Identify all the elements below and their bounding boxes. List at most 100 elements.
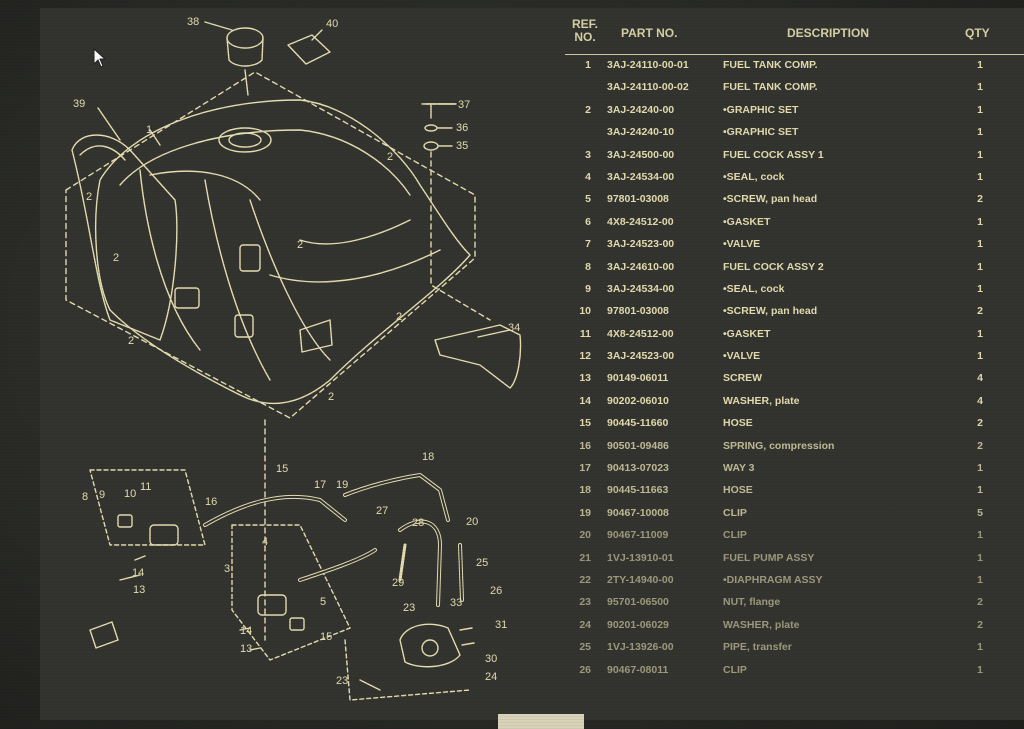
callout-28: 28 xyxy=(412,517,424,529)
cell-description: •SEAL, cock xyxy=(723,170,785,183)
cell-description: •VALVE xyxy=(723,350,761,363)
callout-22: 23 xyxy=(403,602,415,614)
cell-description: CLIP xyxy=(723,663,747,676)
cell-qty: 1 xyxy=(977,238,983,251)
callout-14: 14 xyxy=(132,567,144,579)
callout-18: 18 xyxy=(422,451,434,463)
callout-2: 2 xyxy=(328,391,334,403)
callout-31: 31 xyxy=(495,619,507,631)
callout-16: 16 xyxy=(205,496,217,508)
cell-ref-no: 16 xyxy=(579,439,591,452)
cell-qty: 2 xyxy=(977,439,983,452)
cell-part-no: 95701-06500 xyxy=(607,596,669,609)
callout-30: 30 xyxy=(485,653,497,665)
cell-ref-no: 14 xyxy=(579,394,591,407)
cell-part-no: 4X8-24512-00 xyxy=(607,215,674,228)
cell-ref-no: 2 xyxy=(585,103,591,116)
cell-description: •SCREW, pan head xyxy=(723,305,818,318)
cell-description: SCREW xyxy=(723,372,763,385)
cell-description: WAY 3 xyxy=(723,462,755,475)
cell-ref-no: 17 xyxy=(579,462,591,475)
cell-qty: 1 xyxy=(977,81,983,94)
cell-qty: 1 xyxy=(977,215,983,228)
cell-description: WASHER, plate xyxy=(723,618,800,631)
callout-5: 5 xyxy=(320,596,326,608)
cell-ref-no: 15 xyxy=(579,417,591,430)
cell-qty: 1 xyxy=(977,126,983,139)
callout-8: 13 xyxy=(240,643,252,655)
callout-26: 26 xyxy=(490,585,502,597)
cell-ref-no: 26 xyxy=(579,663,591,676)
cell-description: •SEAL, cock xyxy=(723,282,785,295)
cell-part-no: 3AJ-24500-00 xyxy=(607,148,675,161)
col-qty: QTY xyxy=(965,26,990,40)
tank-assembly-boundary xyxy=(65,71,476,419)
callout-35: 35 xyxy=(456,140,468,152)
cell-qty: 1 xyxy=(977,260,983,273)
cell-part-no: 90445-11663 xyxy=(607,484,669,497)
cell-part-no: 3AJ-24523-00 xyxy=(607,238,675,251)
callout-25: 25 xyxy=(476,557,488,569)
cell-part-no: 97801-03008 xyxy=(607,305,669,318)
cell-part-no: 90445-11660 xyxy=(607,417,669,430)
cell-part-no: 90501-09486 xyxy=(607,439,669,452)
cell-ref-no: 11 xyxy=(579,327,591,340)
exploded-diagram: 38 40 39 37 36 35 1 2 2 2 2 2 2 2 34 18 … xyxy=(65,16,522,701)
callout-40: 40 xyxy=(326,18,338,30)
cell-part-no: 90202-06010 xyxy=(607,394,669,407)
cell-description: •DIAPHRAGM ASSY xyxy=(723,573,823,586)
cell-qty: 1 xyxy=(977,529,983,542)
callout-39: 39 xyxy=(73,98,85,110)
cell-qty: 2 xyxy=(977,417,983,430)
callout-2: 2 xyxy=(387,151,393,163)
cell-ref-no: 22 xyxy=(579,573,591,586)
cell-qty: 1 xyxy=(977,327,983,340)
cell-qty: 1 xyxy=(977,59,983,71)
cell-description: CLIP xyxy=(723,529,747,542)
callout-4: 4 xyxy=(262,536,268,548)
cell-description: CLIP xyxy=(723,506,747,519)
cell-ref-no: 3 xyxy=(585,148,591,161)
cell-ref-no: 7 xyxy=(585,238,591,251)
cell-description: •VALVE xyxy=(723,238,761,251)
cell-qty: 2 xyxy=(977,618,983,631)
cell-part-no: 90467-10008 xyxy=(607,506,669,519)
cell-ref-no: 24 xyxy=(579,618,591,631)
callout-33: 33 xyxy=(450,597,462,609)
cell-qty: 4 xyxy=(977,372,983,385)
cell-part-no: 2TY-14940-00 xyxy=(607,573,674,586)
cell-part-no: 90149-06011 xyxy=(607,372,669,385)
cell-part-no: 3AJ-24110-00-02 xyxy=(607,81,689,94)
cell-ref-no: 13 xyxy=(579,372,591,385)
cell-part-no: 90201-06029 xyxy=(607,618,669,631)
cell-qty: 1 xyxy=(977,282,983,295)
callout-21: 24 xyxy=(485,671,497,683)
callout-17: 17 xyxy=(314,479,326,491)
callout-10: 8 xyxy=(82,491,88,503)
cell-part-no: 90413-07023 xyxy=(607,462,669,475)
cell-part-no: 3AJ-24534-00 xyxy=(607,170,675,183)
cell-part-no: 3AJ-24610-00 xyxy=(607,260,675,273)
col-ref-no: REF. NO. xyxy=(571,17,598,44)
table-row: 13 90149-06011 SCREW 4 xyxy=(565,368,1024,390)
cell-part-no: 3AJ-24534-00 xyxy=(607,282,675,295)
callout-38: 38 xyxy=(187,16,199,28)
cell-part-no: 97801-03008 xyxy=(607,193,669,206)
callout-34: 34 xyxy=(508,322,520,334)
callout-7: 14 xyxy=(240,625,252,637)
cell-qty: 2 xyxy=(977,305,983,318)
mouse-pointer-icon xyxy=(93,48,107,68)
cell-part-no: 1VJ-13910-01 xyxy=(607,551,674,564)
